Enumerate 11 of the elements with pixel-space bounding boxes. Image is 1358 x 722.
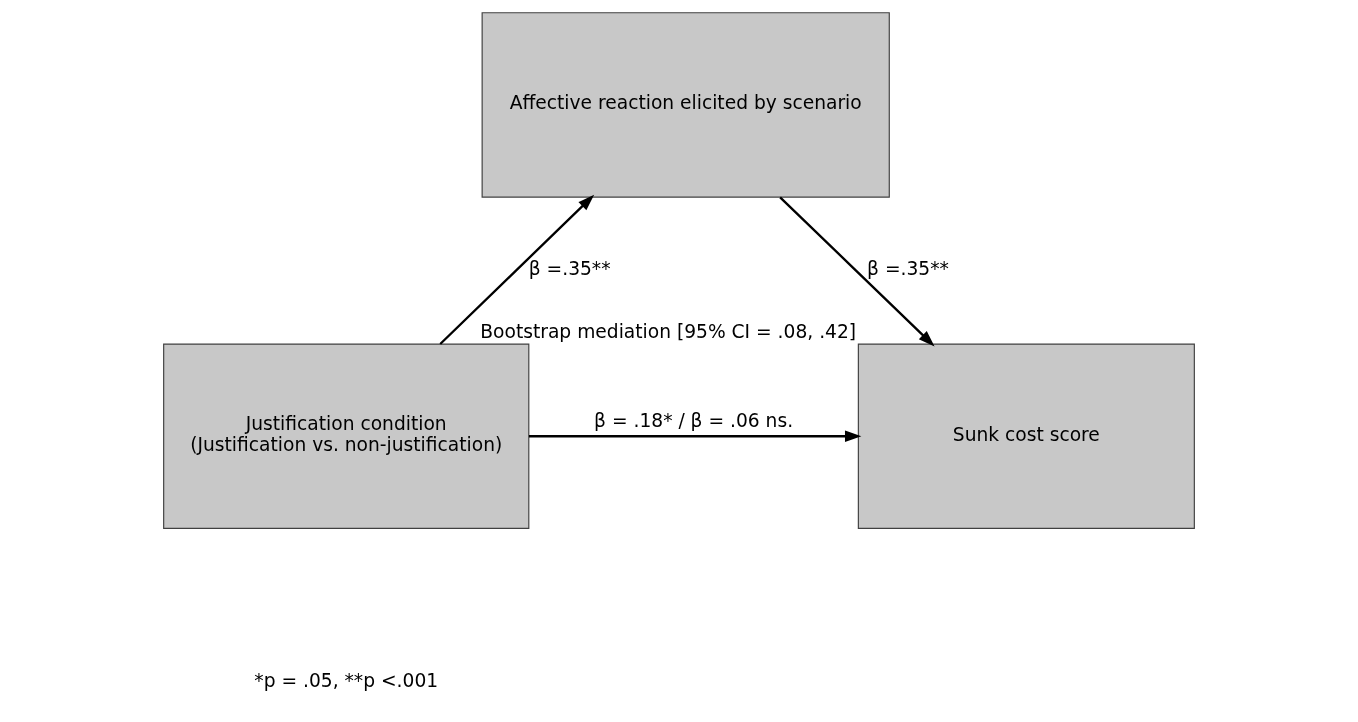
node-label: Bootstrap mediation [95% CI = .08, .42]: [480, 321, 857, 343]
node-box: Sunk cost score: [857, 343, 1195, 529]
edge-label: β =.35**: [867, 258, 949, 280]
arrow: [779, 196, 935, 347]
label: *p = .05, **p <.001: [254, 669, 439, 691]
node-box: Justification condition (Justification vs. non-justification): [163, 343, 530, 529]
edge-label: β = .18* / β = .06 ns.: [594, 409, 794, 431]
arrow: [439, 194, 595, 345]
edge-label: β =.35**: [528, 258, 611, 280]
node-box: Affective reaction elicited by scenario: [481, 12, 890, 198]
arrow: [528, 430, 862, 442]
